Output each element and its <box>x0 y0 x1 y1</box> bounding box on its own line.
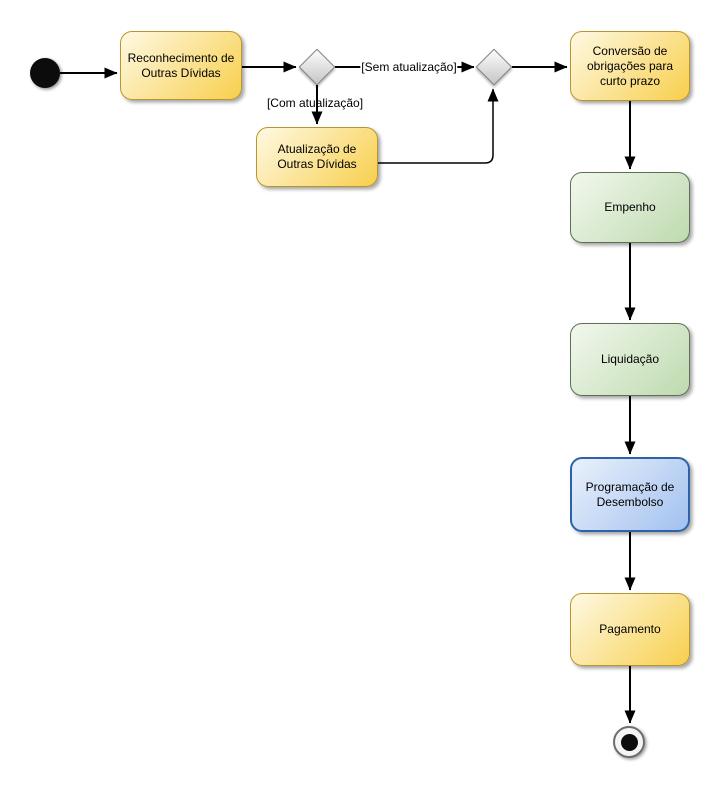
activity-programacao-label: Programação de Desembolso <box>585 479 675 509</box>
activity-pagamento-label: Pagamento <box>599 622 661 636</box>
activity-programacao: Programação de Desembolso <box>570 457 690 532</box>
edge-atualizacao-to-merge <box>378 88 499 164</box>
activity-reconhecimento-label: Reconhecimento de Outras Dívidas <box>127 50 235 80</box>
activity-liquidacao: Liquidação <box>570 323 690 396</box>
edge-label-sem-atualizacao: [Sem atualização] <box>360 60 458 74</box>
activity-conversao: Conversão de obrigações para curto prazo <box>570 31 690 101</box>
activity-pagamento: Pagamento <box>570 593 690 666</box>
activity-empenho-label: Empenho <box>604 200 656 214</box>
activity-reconhecimento: Reconhecimento de Outras Dívidas <box>120 31 242 100</box>
activity-atualizacao-label: Atualização de Outras Dívidas <box>277 142 357 171</box>
activity-atualizacao: Atualização de Outras Dívidas <box>256 127 378 187</box>
start-node <box>30 58 60 88</box>
activity-empenho: Empenho <box>570 172 690 243</box>
end-node-dot <box>620 733 638 751</box>
activity-liquidacao-label: Liquidação <box>600 352 660 366</box>
end-node <box>613 726 645 758</box>
edge-label-com-atualizacao: [Com atualização] <box>266 96 364 110</box>
activity-conversao-label: Conversão de obrigações para curto prazo <box>586 43 674 88</box>
